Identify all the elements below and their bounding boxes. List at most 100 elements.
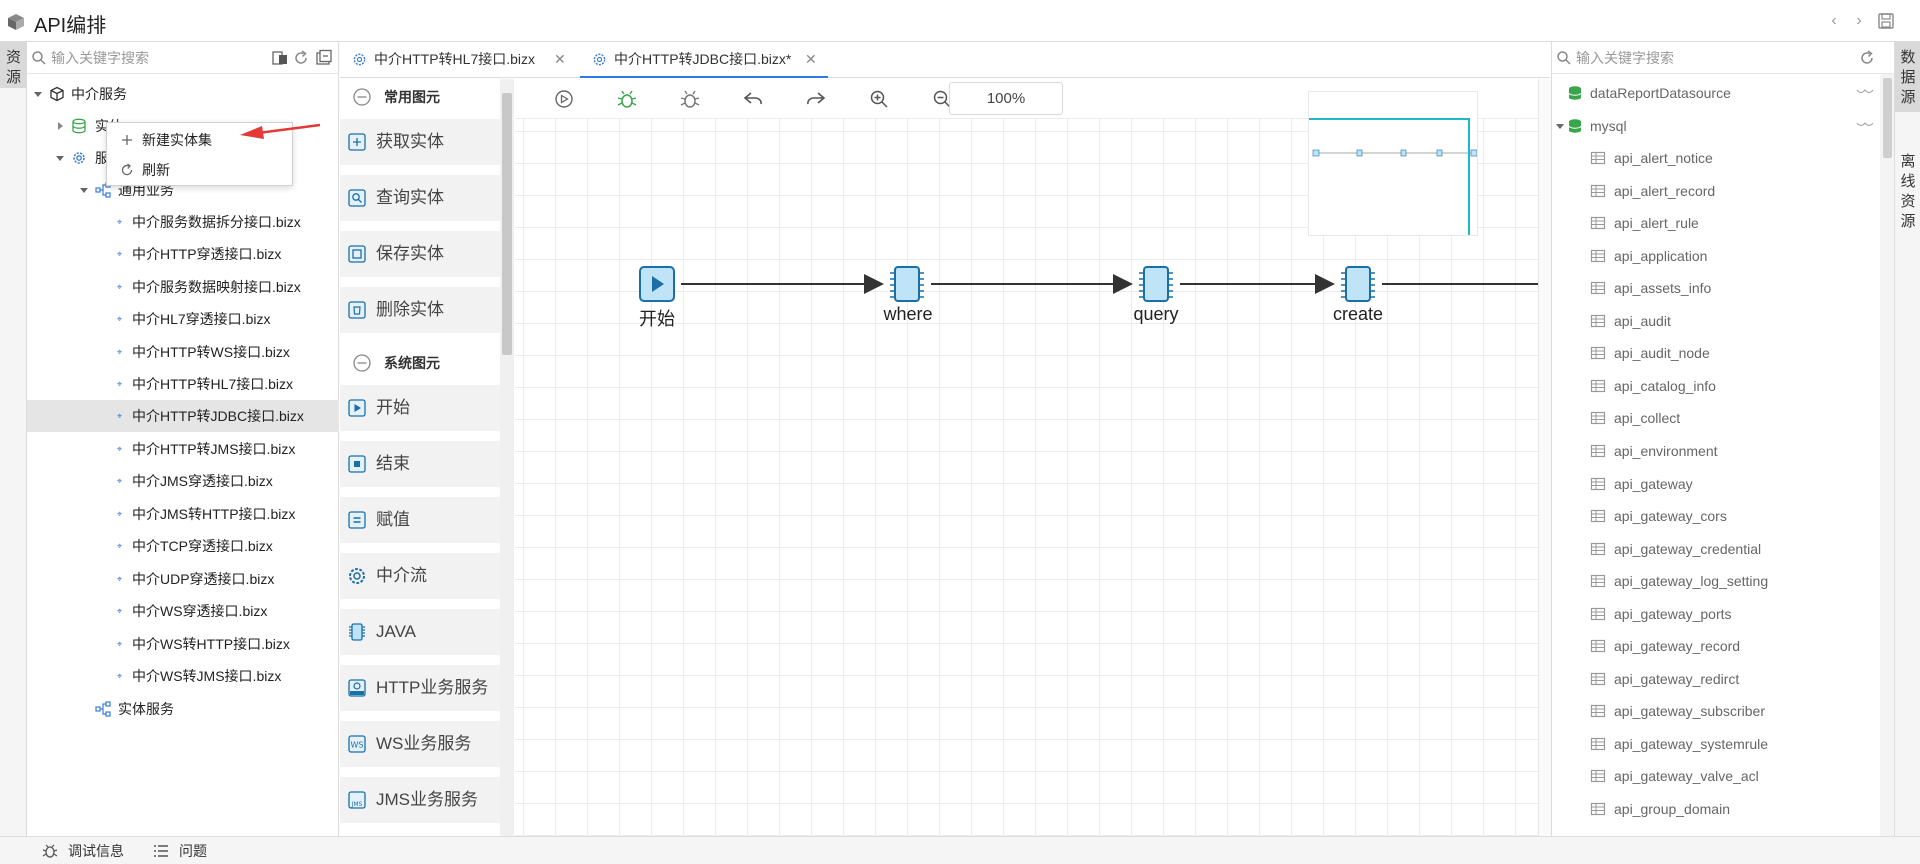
palette-item-delete-entity[interactable]: 删除实体	[340, 287, 500, 333]
debug-bug-icon[interactable]	[616, 88, 638, 110]
tree-file-item-selected[interactable]: ⌖中介HTTP转JDBC接口.bizx	[27, 400, 339, 432]
tree-file-item[interactable]: ⌖中介WS转HTTP接口.bizx	[27, 628, 339, 660]
palette-item-mediation-flow[interactable]: 中介流	[340, 553, 500, 599]
palette-item-jms-service[interactable]: JMS JMS业务服务	[340, 777, 500, 823]
palette-item-save-entity[interactable]: 保存实体	[340, 231, 500, 277]
table-item[interactable]: api_gateway_ports	[1552, 598, 1880, 630]
ds-scrollbar[interactable]	[1880, 74, 1895, 836]
tree-file-item[interactable]: ⌖中介JMS穿透接口.bizx	[27, 465, 339, 497]
tab-http-to-jdbc[interactable]: 中介HTTP转JDBC接口.bizx* ✕	[580, 42, 828, 78]
expanded-arrow-icon[interactable]	[55, 153, 65, 163]
tab-offline-resources[interactable]: 离线资源	[1895, 146, 1920, 236]
collapse-all-icon[interactable]	[315, 49, 333, 67]
run-icon[interactable]	[553, 88, 575, 110]
export-icon[interactable]	[271, 49, 289, 67]
palette-item-start[interactable]: 开始	[340, 385, 500, 431]
minimap[interactable]	[1308, 91, 1478, 236]
datasource-item[interactable]: mysql	[1552, 110, 1880, 142]
tab-http-to-hl7[interactable]: 中介HTTP转HL7接口.bizx ✕	[340, 42, 577, 78]
table-item[interactable]: api_gateway	[1552, 468, 1880, 500]
expanded-arrow-icon[interactable]	[79, 185, 89, 195]
palette-item-end[interactable]: 结束	[340, 441, 500, 487]
scrollbar-thumb[interactable]	[1883, 78, 1892, 158]
palette-scrollbar[interactable]	[500, 79, 514, 836]
palette-item-query-entity[interactable]: 查询实体	[340, 175, 500, 221]
nav-back-button[interactable]: ‹	[1831, 12, 1837, 29]
tree-file-item[interactable]: ⌖中介TCP穿透接口.bizx	[27, 530, 339, 562]
tree-file-item[interactable]: ⌖中介服务数据映射接口.bizx	[27, 271, 339, 303]
tab-close-icon[interactable]: ✕	[805, 51, 817, 67]
tree-file-item[interactable]: ⌖中介HTTP转HL7接口.bizx	[27, 368, 339, 400]
collapse-circle-icon[interactable]	[352, 87, 372, 107]
tree-file-item[interactable]: ⌖中介UDP穿透接口.bizx	[27, 563, 339, 595]
tree-file-item[interactable]: ⌖中介HTTP转WS接口.bizx	[27, 336, 339, 368]
table-item[interactable]: api_collect	[1552, 402, 1880, 434]
tree-file-item[interactable]: ⌖中介HL7穿透接口.bizx	[27, 303, 339, 335]
palette-item-assign[interactable]: 赋值	[340, 497, 500, 543]
table-item[interactable]: api_catalog_info	[1552, 370, 1880, 402]
canvas-scrollbar[interactable]	[1538, 79, 1553, 836]
table-item[interactable]: api_group_domain	[1552, 793, 1880, 825]
tab-close-icon[interactable]: ✕	[554, 51, 566, 67]
table-item[interactable]: api_assets_info	[1552, 272, 1880, 304]
flow-node-where[interactable]	[890, 266, 924, 302]
menu-item-new-entity-set[interactable]: 新建实体集	[107, 125, 294, 155]
ds-search-input[interactable]	[1576, 48, 1856, 68]
table-item[interactable]: api_gateway_redirct	[1552, 663, 1880, 695]
table-item[interactable]: api_gateway_record	[1552, 630, 1880, 662]
collapsed-arrow-icon[interactable]	[55, 121, 65, 131]
table-item[interactable]: api_gateway_subscriber	[1552, 695, 1880, 727]
palette-group-common[interactable]: 常用图元	[340, 79, 500, 115]
table-item[interactable]: api_audit	[1552, 305, 1880, 337]
collapse-circle-icon[interactable]	[352, 353, 372, 373]
table-item[interactable]: api_gateway_log_setting	[1552, 565, 1880, 597]
tree-node-root[interactable]: 中介服务	[27, 78, 339, 110]
table-item[interactable]: api_environment	[1552, 435, 1880, 467]
palette-item-java[interactable]: JAVA	[340, 609, 500, 655]
table-item[interactable]: api_gateway_credential	[1552, 533, 1880, 565]
table-item[interactable]: api_audit_node	[1552, 337, 1880, 369]
minimap-viewport[interactable]	[1309, 118, 1470, 235]
menu-item-refresh[interactable]: 刷新	[107, 155, 294, 185]
datasource-item[interactable]: dataReportDatasource	[1552, 77, 1880, 109]
refresh-icon[interactable]	[1858, 49, 1876, 67]
undo-icon[interactable]	[742, 88, 764, 110]
palette-item-get-entity[interactable]: 获取实体	[340, 119, 500, 165]
tree-file-item[interactable]: ⌖中介WS穿透接口.bizx	[27, 595, 339, 627]
table-item[interactable]: api_gateway_systemrule	[1552, 728, 1880, 760]
tree-file-item[interactable]: ⌖中介HTTP转JMS接口.bizx	[27, 433, 339, 465]
palette-item-ws-service[interactable]: WS WS业务服务	[340, 721, 500, 767]
tree-file-item[interactable]: ⌖中介JMS转HTTP接口.bizx	[27, 498, 339, 530]
save-layout-icon[interactable]	[1877, 12, 1895, 30]
table-item[interactable]: api_alert_record	[1552, 175, 1880, 207]
expanded-arrow-icon[interactable]	[1555, 121, 1565, 131]
tab-datasource[interactable]: 数据源	[1895, 42, 1920, 112]
table-item[interactable]: api_alert_rule	[1552, 207, 1880, 239]
debug-info-tab[interactable]: 调试信息	[42, 837, 132, 864]
scrollbar-thumb[interactable]	[502, 93, 512, 355]
tree-node-general-business[interactable]: 通用业务	[27, 174, 339, 206]
flow-canvas[interactable]: 100% 开始 where query create	[515, 79, 1538, 836]
redo-icon[interactable]	[805, 88, 827, 110]
bug-icon[interactable]	[679, 88, 701, 110]
tree-file-item[interactable]: ⌖中介服务数据拆分接口.bizx	[27, 206, 339, 238]
nav-forward-button[interactable]: ›	[1856, 12, 1862, 29]
refresh-icon[interactable]	[292, 49, 310, 67]
tree-node-entity-service[interactable]: 实体服务	[27, 693, 339, 725]
tab-resources[interactable]: 资源	[0, 42, 27, 88]
table-item[interactable]: api_gateway_valve_acl	[1552, 760, 1880, 792]
table-item[interactable]: api_gateway_cors	[1552, 500, 1880, 532]
tree-file-item[interactable]: ⌖中介WS转JMS接口.bizx	[27, 660, 339, 692]
palette-group-system[interactable]: 系统图元	[340, 345, 500, 381]
zoom-in-icon[interactable]	[868, 88, 890, 110]
tree-search-input[interactable]	[51, 48, 271, 68]
table-item[interactable]: api_alert_notice	[1552, 142, 1880, 174]
flow-node-start[interactable]	[639, 266, 675, 302]
flow-node-create[interactable]	[1341, 266, 1375, 302]
tree-file-item[interactable]: ⌖中介HTTP穿透接口.bizx	[27, 238, 339, 270]
problems-tab[interactable]: 问题	[153, 837, 223, 864]
palette-item-http-service[interactable]: HTTP业务服务	[340, 665, 500, 711]
expanded-arrow-icon[interactable]	[33, 89, 43, 99]
flow-node-query[interactable]	[1139, 266, 1173, 302]
table-item[interactable]: api_application	[1552, 240, 1880, 272]
